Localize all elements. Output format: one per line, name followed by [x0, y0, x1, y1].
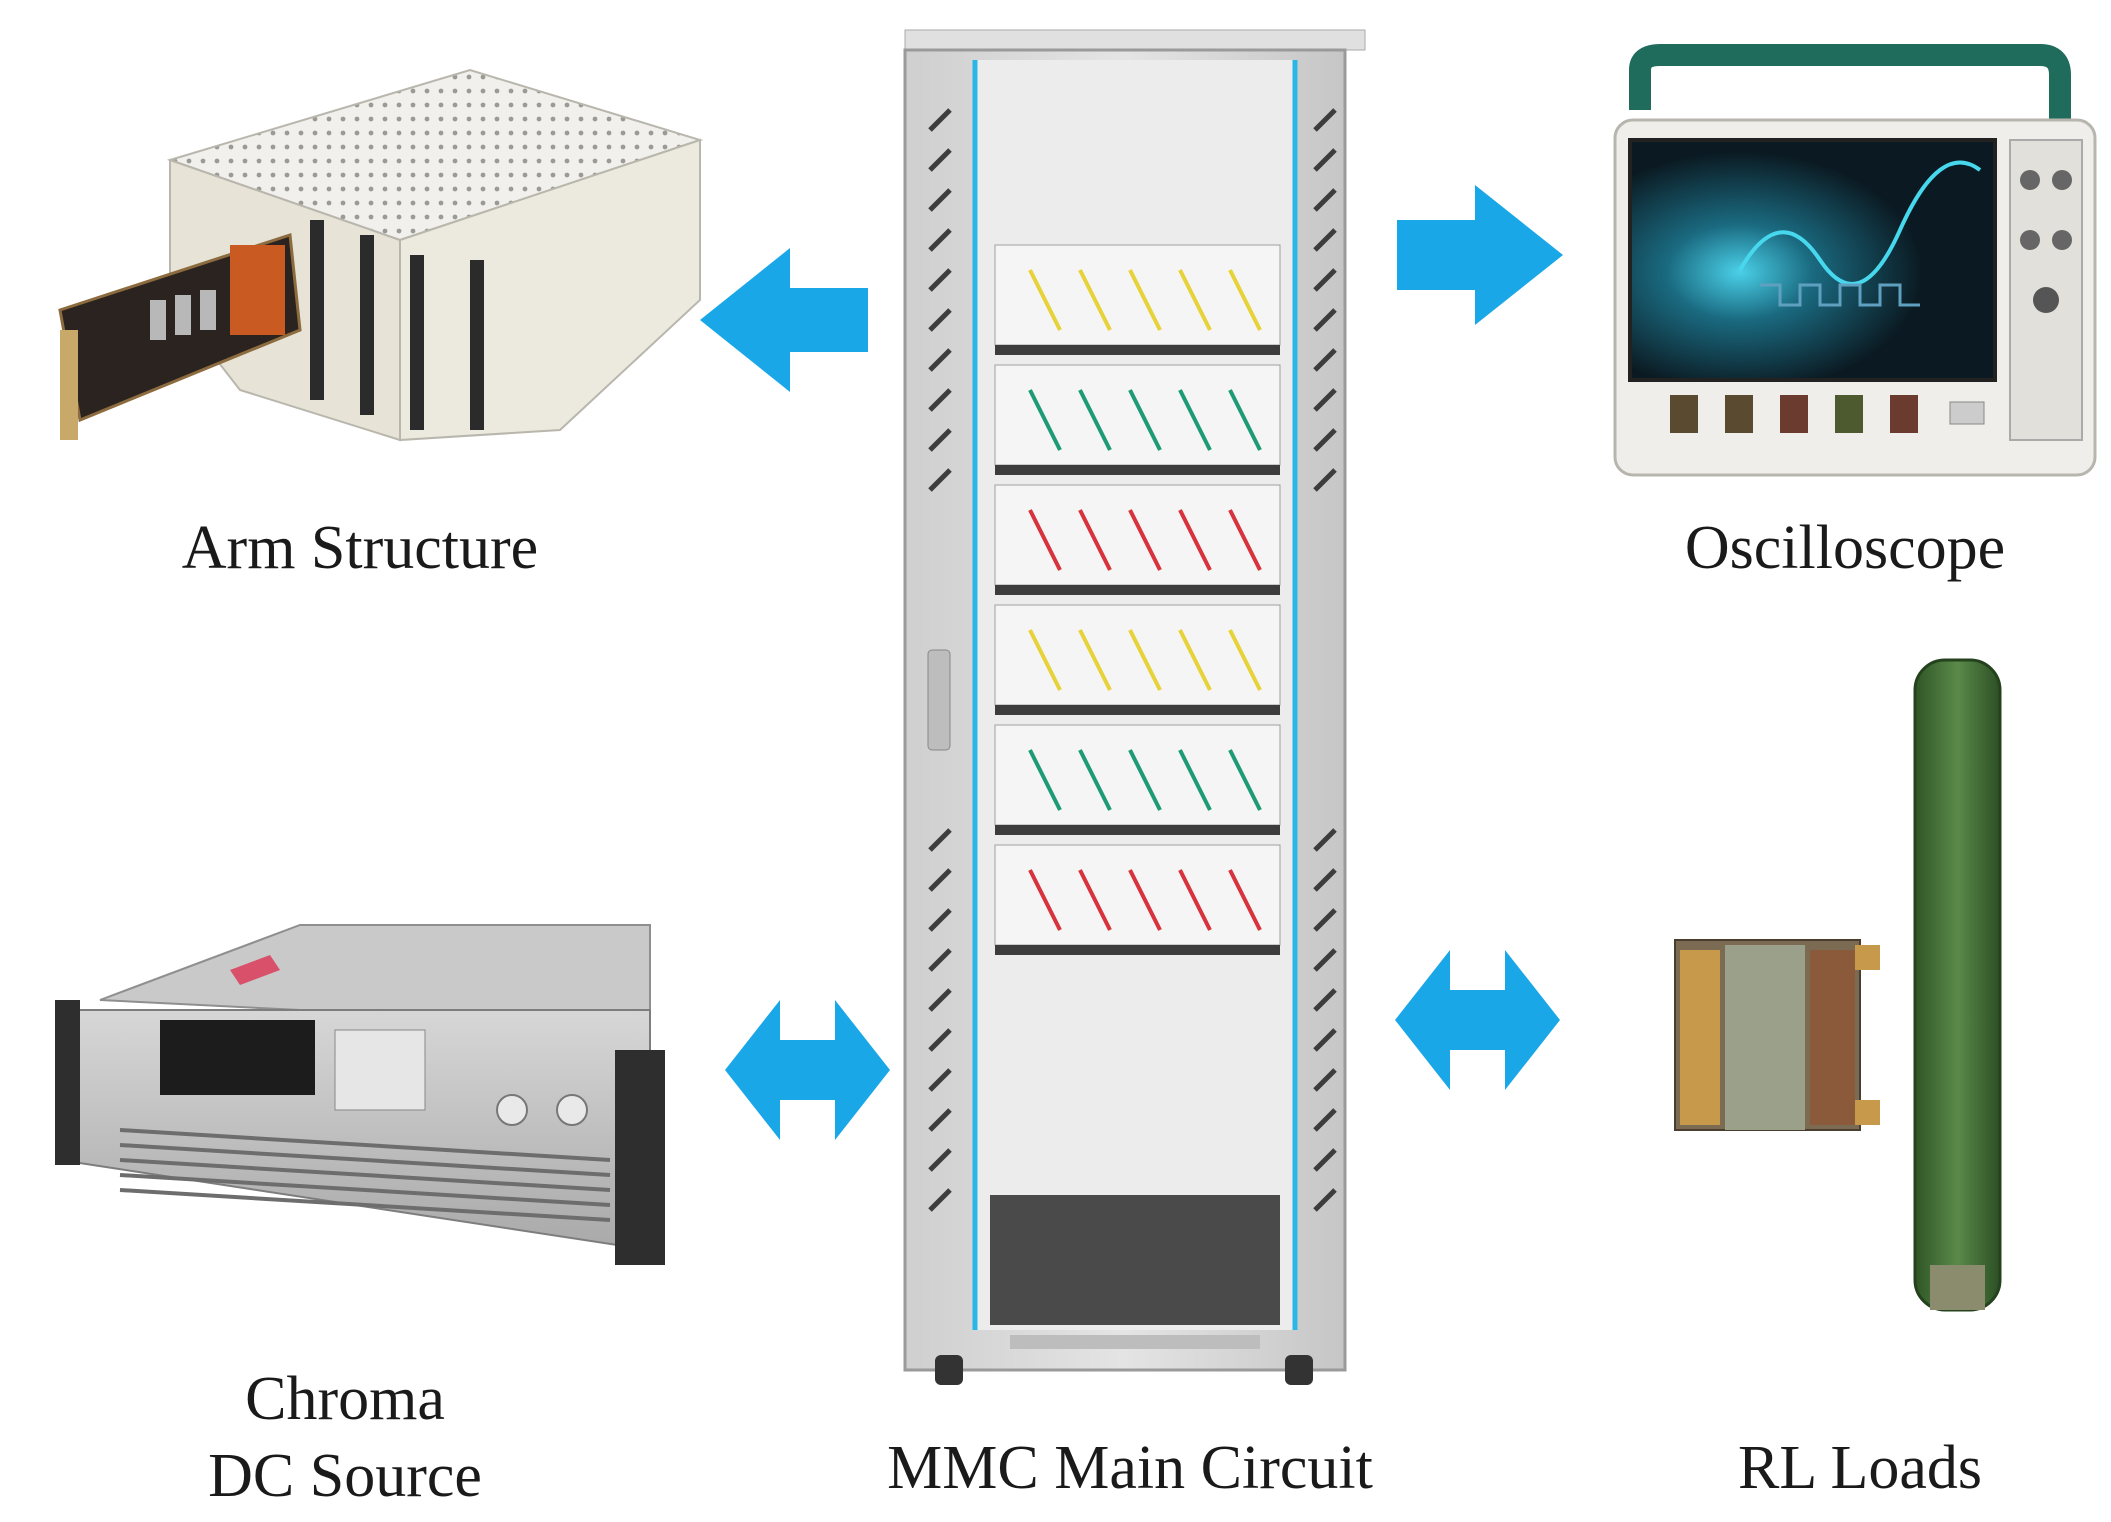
rl-loads-image — [1674, 658, 2002, 1312]
rl-loads-label: RL Loads — [1738, 1434, 1982, 1502]
oscilloscope-image — [1613, 44, 2097, 477]
arrow-bidirectional-icon — [725, 1000, 890, 1140]
dc-source-image — [55, 924, 665, 1265]
dc-source-label-line1: Chroma — [245, 1365, 445, 1433]
arm-structure-image — [58, 68, 704, 442]
arm-structure-label: Arm Structure — [181, 514, 539, 582]
arrow-bidirectional-icon — [1395, 950, 1560, 1090]
oscilloscope-label: Oscilloscope — [1684, 514, 2006, 582]
main-circuit-label: MMC Main Circuit — [887, 1434, 1373, 1502]
arrow-right-icon — [1397, 185, 1563, 325]
arrow-left-icon — [700, 248, 868, 392]
mmc-cabinet-image — [903, 29, 1366, 1385]
dc-source-label-line2: DC Source — [208, 1442, 482, 1510]
